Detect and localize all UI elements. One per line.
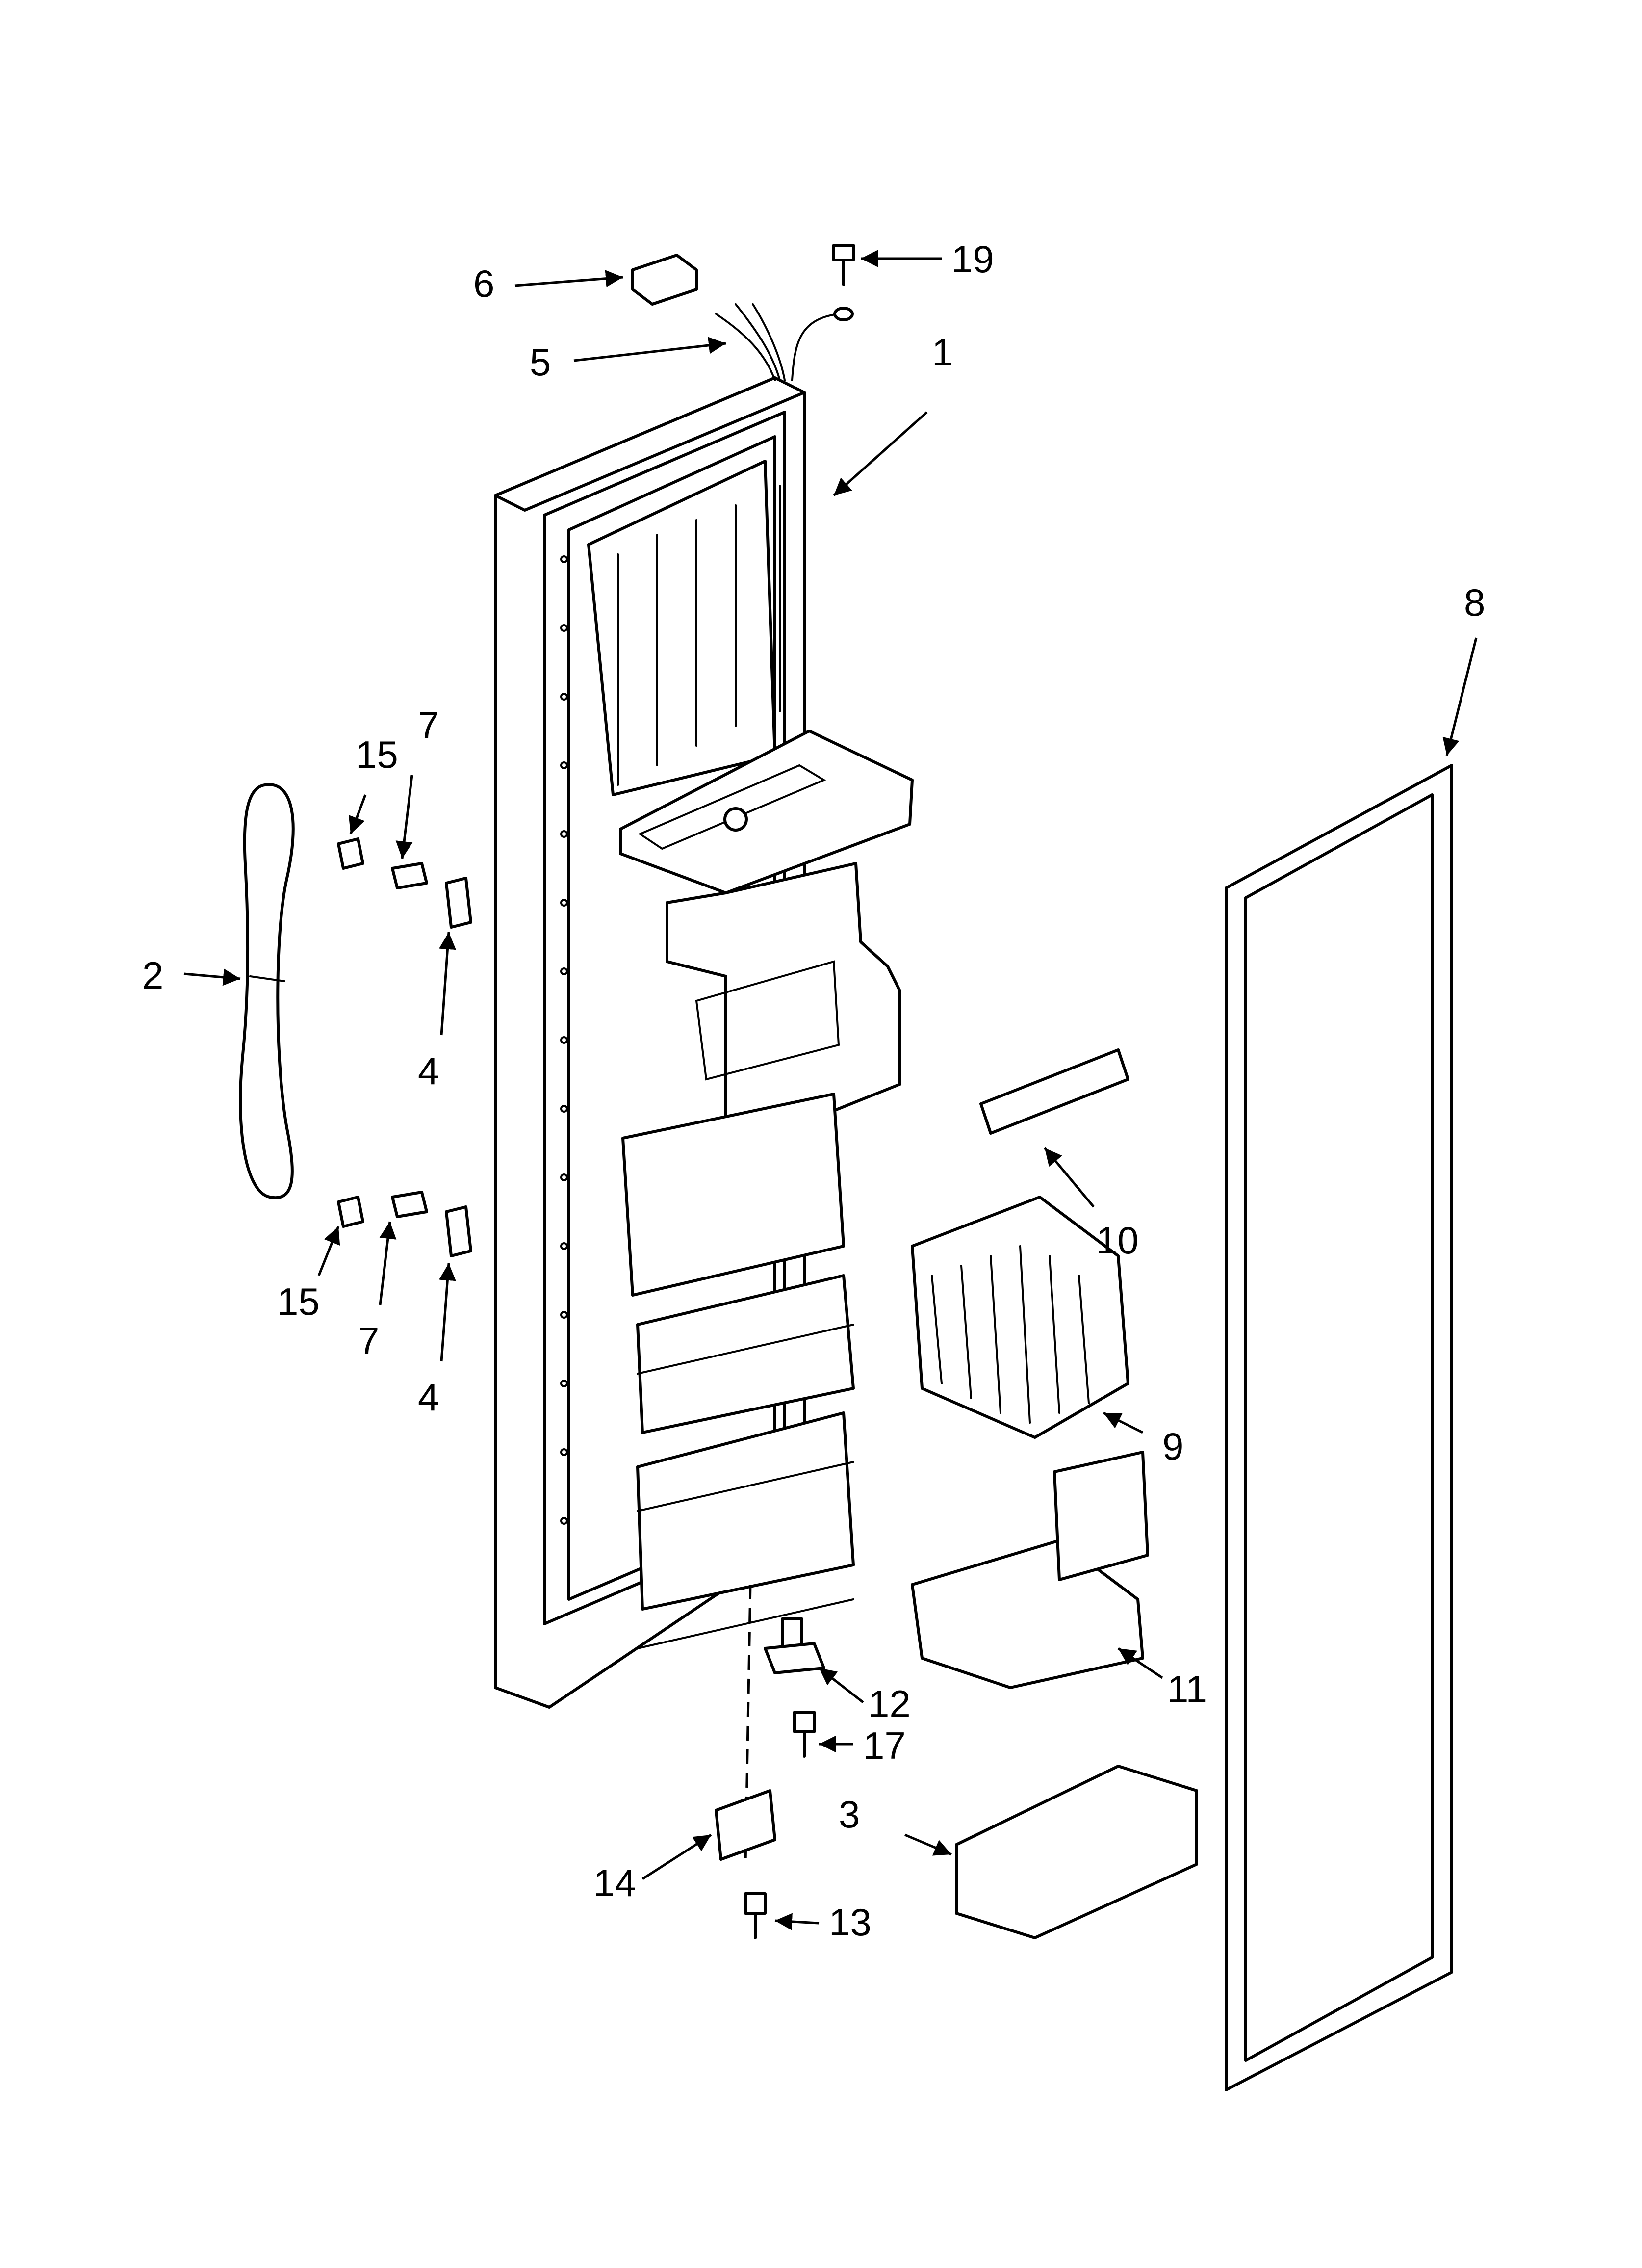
callout-6: 6 [473, 262, 494, 305]
callout-10: 10 [1096, 1219, 1139, 1262]
mounting-screw-lower [391, 1191, 428, 1218]
callout-1: 1 [932, 331, 953, 374]
hinge-pin [764, 1617, 825, 1674]
callout-8: 8 [1464, 581, 1485, 624]
callout-12: 12 [868, 1682, 911, 1725]
callout-4-upper: 4 [418, 1049, 439, 1093]
mounting-screw-upper [391, 862, 428, 889]
callout-11: 11 [1167, 1668, 1207, 1711]
wire-basket [911, 1196, 1129, 1439]
clip-upper [445, 877, 472, 929]
door-bin-lower [911, 1451, 1149, 1689]
callout-9: 9 [1162, 1425, 1183, 1468]
wire-connector [631, 254, 698, 306]
shelf-rail [979, 1048, 1129, 1135]
callout-5: 5 [530, 340, 551, 384]
callout-3: 3 [839, 1793, 860, 1836]
callout-4-lower: 4 [418, 1376, 439, 1419]
ground-screw [832, 244, 855, 286]
freezer-door [494, 376, 914, 1709]
callout-7-lower: 7 [358, 1319, 379, 1362]
callout-7-upper: 7 [418, 704, 439, 747]
callout-19: 19 [951, 237, 994, 281]
callout-15-lower: 15 [277, 1280, 320, 1323]
leader-lines [183, 250, 1478, 1930]
door-handle [239, 783, 295, 1199]
callout-2: 2 [142, 954, 163, 997]
handle-screw-upper [337, 837, 364, 870]
door-bin-upper [955, 1765, 1198, 1939]
clip-lower [445, 1205, 472, 1257]
wire-harness [715, 303, 854, 381]
lower-hinge [715, 1789, 776, 1861]
handle-screw-lower [337, 1196, 364, 1228]
door-gasket [1225, 764, 1453, 2091]
callout-15-upper: 15 [356, 733, 398, 776]
callout-17: 17 [863, 1724, 906, 1767]
hinge-pin-screw [793, 1711, 816, 1758]
callout-14: 14 [593, 1861, 636, 1904]
hinge-screw [744, 1892, 767, 1939]
callout-13: 13 [829, 1901, 872, 1944]
